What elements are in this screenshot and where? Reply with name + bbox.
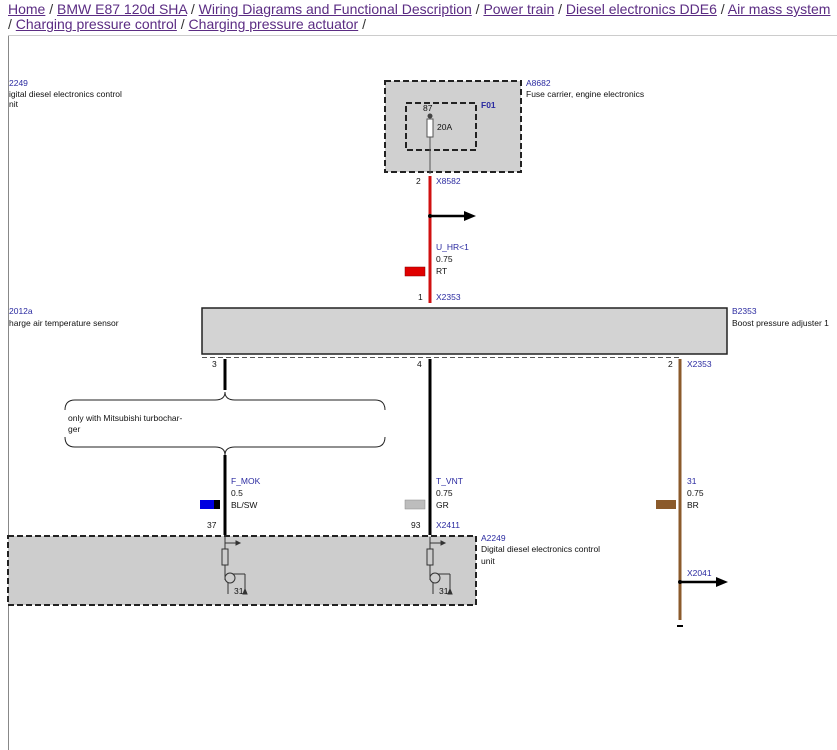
x2041-id: X2041 xyxy=(687,568,712,578)
wire-u-hr-color: RT xyxy=(436,266,447,276)
breadcrumb-charging-control[interactable]: Charging pressure control xyxy=(15,16,177,32)
a2249-name: Digital diesel electronics control xyxy=(481,544,600,554)
wire-color-swatch-blue xyxy=(200,500,214,509)
brace-top xyxy=(64,391,386,411)
brace-bottom xyxy=(64,436,386,456)
ground-31-a: 31 xyxy=(234,586,244,596)
x2411-id: X2411 xyxy=(436,520,460,530)
breadcrumb-powertrain[interactable]: Power train xyxy=(483,1,555,17)
x8582-id: X8582 xyxy=(436,176,461,186)
wire-color-swatch-black xyxy=(214,500,220,509)
arrow-right-icon[interactable] xyxy=(464,211,476,221)
wire-color-swatch-red xyxy=(404,266,426,277)
x2353-p2-id: X2353 xyxy=(687,359,712,369)
arrow-right-icon[interactable] xyxy=(716,577,728,587)
b2353-id: B2353 xyxy=(732,306,757,316)
wire-t-vnt-color: GR xyxy=(436,500,449,510)
wire-u-hr-signal: U_HR<1 xyxy=(436,242,469,252)
wire-f-mok-color: BL/SW xyxy=(231,500,257,510)
wire-t-vnt-signal: T_VNT xyxy=(436,476,463,486)
pin93-label: 93 xyxy=(411,520,421,530)
b2353-name: Boost pressure adjuster 1 xyxy=(732,318,829,328)
a2249-name-2: unit xyxy=(481,556,495,566)
wire-br-signal: 31 xyxy=(687,476,697,486)
b2012a-name: harge air temperature sensor xyxy=(9,318,119,328)
a2249-top-id: 2249 xyxy=(9,78,28,88)
breadcrumb-actuator[interactable]: Charging pressure actuator xyxy=(188,16,359,32)
wire-color-swatch-gray xyxy=(404,499,426,510)
b2012a-id: 2012a xyxy=(9,306,33,316)
breadcrumb-wiring[interactable]: Wiring Diagrams and Functional Descripti… xyxy=(198,1,472,17)
pin4-label: 4 xyxy=(417,359,422,369)
transistor-symbol-93 xyxy=(426,537,453,595)
wire-t-vnt-gauge: 0.75 xyxy=(436,488,453,498)
wire-f-mok-gauge: 0.5 xyxy=(231,488,243,498)
wire-f-mok-signal: F_MOK xyxy=(231,476,261,486)
breadcrumb-home[interactable]: Home xyxy=(8,1,46,17)
boost-pressure-adjuster-box[interactable] xyxy=(201,307,728,355)
pin37-label: 37 xyxy=(207,520,217,530)
f01-id: F01 xyxy=(481,100,496,110)
fuse-f01-box[interactable] xyxy=(405,102,477,151)
breadcrumb-airmass[interactable]: Air mass system xyxy=(727,1,831,17)
f01-rating: 20A xyxy=(437,122,452,132)
a8682-id: A8682 xyxy=(526,78,551,88)
wire-u-hr-gauge: 0.75 xyxy=(436,254,453,264)
wire-br-color: BR xyxy=(687,500,699,510)
pin2-label: 2 xyxy=(668,359,673,369)
ground-31-b: 31 xyxy=(439,586,449,596)
breadcrumb: Home / BMW E87 120d SHA / Wiring Diagram… xyxy=(8,1,831,32)
mitsubishi-note: only with Mitsubishi turbochar- xyxy=(68,413,182,423)
wire-br-gauge: 0.75 xyxy=(687,488,704,498)
fuse-icon xyxy=(426,118,434,138)
a2249-top-name-2: nit xyxy=(9,99,19,109)
wire-color-swatch-brown xyxy=(656,500,676,509)
transistor-symbol-37 xyxy=(221,537,248,595)
dde-control-unit-box[interactable] xyxy=(7,535,477,606)
x2353-top-id: X2353 xyxy=(436,292,461,302)
breadcrumb-model[interactable]: BMW E87 120d SHA xyxy=(57,1,187,17)
fuse-carrier-box[interactable] xyxy=(384,80,522,173)
a8682-name: Fuse carrier, engine electronics xyxy=(526,89,644,99)
f01-pin: 87 xyxy=(423,103,433,113)
x8582-pin: 2 xyxy=(416,176,421,186)
pin3-label: 3 xyxy=(212,359,217,369)
breadcrumb-diesel[interactable]: Diesel electronics DDE6 xyxy=(565,1,717,17)
a2249-id: A2249 xyxy=(481,533,506,543)
x2353-pin1: 1 xyxy=(418,292,423,302)
mitsubishi-note-2: ger xyxy=(68,424,80,434)
a2249-top-name: igital diesel electronics control xyxy=(9,89,122,99)
fuse-terminal xyxy=(427,113,433,119)
